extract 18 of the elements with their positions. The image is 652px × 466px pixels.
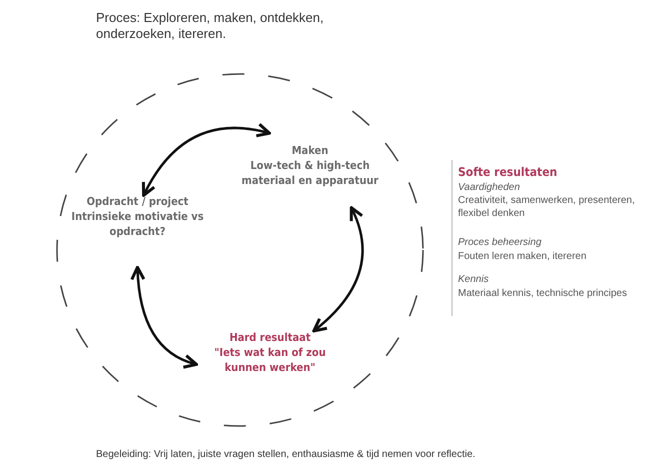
node-heading: Hard resultaat [228,330,312,345]
guidance-note: Begeleiding: Vrij laten, juiste vragen stellen, enthausiasme & tijd nemen voor reflectie. [96,448,476,461]
curved-double-arrow [142,123,271,197]
node-text: "Iets wat kan of zou kunnen werken" [213,345,327,375]
category-text: Creativiteit, samenwerken, presenteren, flexibel denken [458,194,636,220]
curved-double-arrow [130,266,198,368]
category-heading: Kennis [458,273,490,286]
node-text: Intrinsieke motivatie vs opdracht? [70,209,205,239]
node-text: Low-tech & high-tech materiaal en apparatuur [240,158,380,188]
category-heading: Proces beheersing [458,236,542,249]
category-text: Materiaal kennis, technische principes [458,287,628,300]
category-text: Fouten leren maken, itereren [458,250,588,263]
process-note: Proces: Exploreren, maken, ontdekken, onderzoeken, itereren. [96,10,325,42]
category-heading: Vaardigheden [458,181,521,194]
curved-double-arrow [312,206,364,332]
panel-heading: Softe resultaten [458,166,558,179]
node-heading: Opdracht / project [86,194,190,209]
node-heading: Maken [290,143,330,158]
